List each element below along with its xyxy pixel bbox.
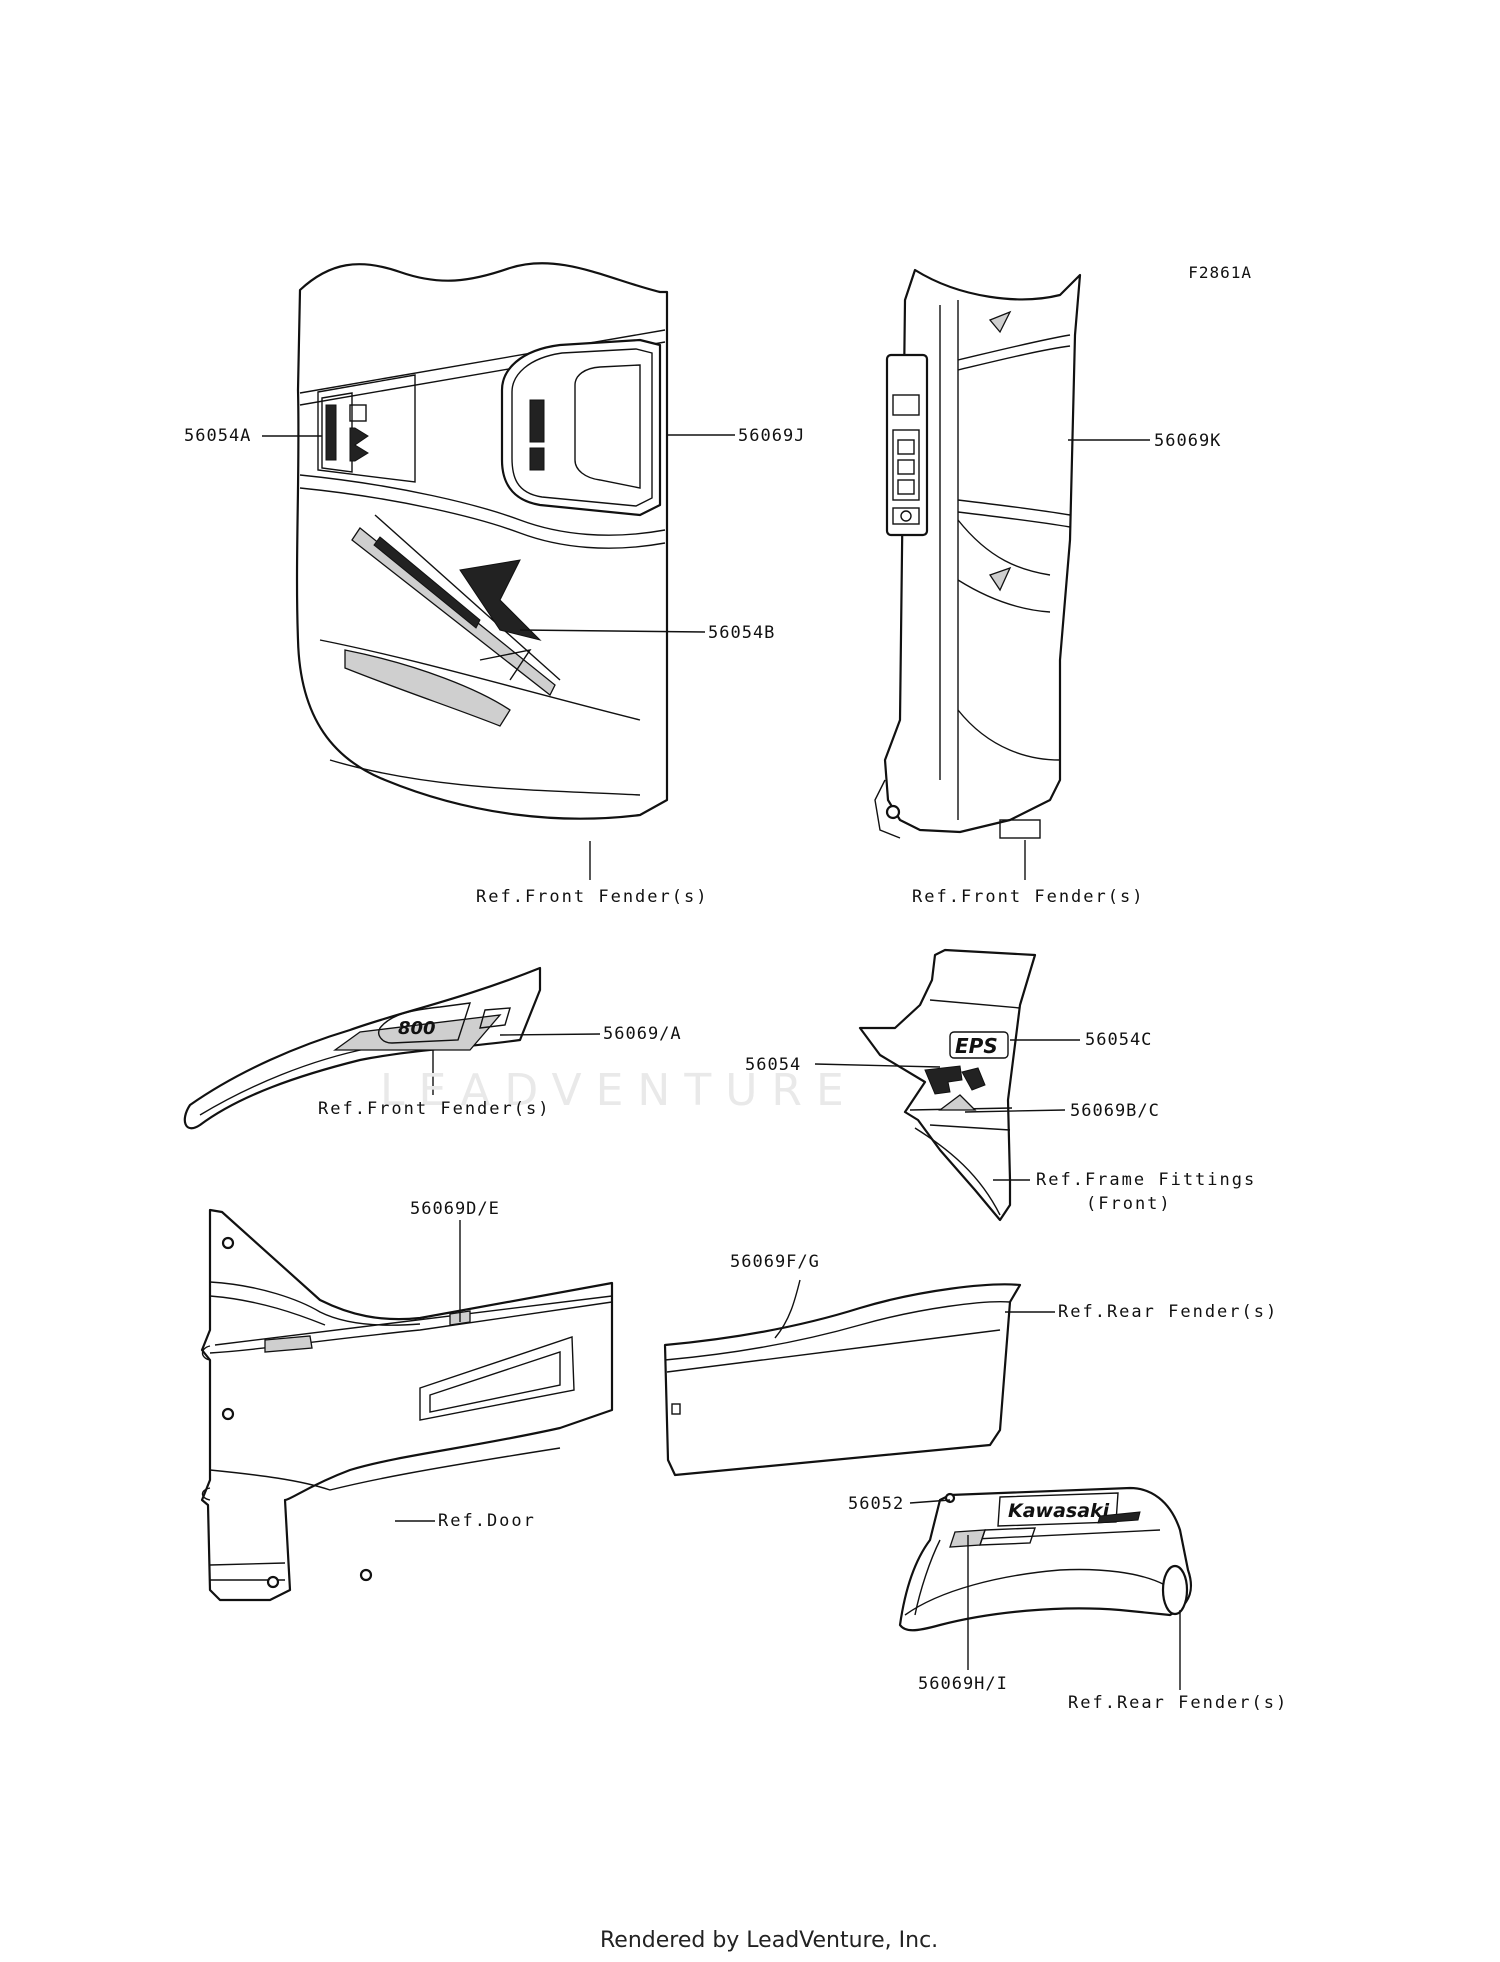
ref-front-fender-label-2: Ref.Front Fender(s) — [912, 887, 1145, 907]
callout-56069j: 56069J — [738, 426, 806, 446]
front-fender-side-panel — [295, 262, 669, 820]
rear-fender-panel: Kawasaki — [898, 1486, 1193, 1632]
callout-56052: 56052 — [848, 1494, 905, 1514]
front-fender-decal-panel: 800 — [183, 966, 542, 1130]
ref-rear-fender-label-2: Ref.Rear Fender(s) — [1068, 1693, 1289, 1713]
ref-front-fender-label-1: Ref.Front Fender(s) — [476, 887, 709, 907]
frame-fitting-panel: EPS — [858, 948, 1037, 1222]
ref-frame-fittings-label: Ref.Frame Fittings — [1036, 1170, 1257, 1190]
footer-credit: Rendered by LeadVenture, Inc. — [600, 1928, 939, 1953]
callout-56069hi: 56069H/I — [918, 1674, 1008, 1694]
figure-code: F2861A — [1188, 263, 1252, 282]
kawasaki-decal-text: Kawasaki — [1008, 1500, 1110, 1522]
leader-lines — [262, 434, 1181, 1690]
callout-56054c: 56054C — [1085, 1030, 1153, 1050]
door-panel — [200, 1208, 614, 1602]
rear-fender-side-panel — [663, 1283, 1022, 1477]
ref-front-fender-label-3: Ref.Front Fender(s) — [318, 1099, 551, 1119]
callout-56069bc: 56069B/C — [1070, 1101, 1160, 1121]
callout-56054: 56054 — [745, 1055, 802, 1075]
model-number-decal-text: 800 — [398, 1018, 436, 1039]
ref-door-label: Ref.Door — [438, 1511, 536, 1531]
front-fender-front-panel — [874, 268, 1082, 839]
watermark: LEADVENTURE — [380, 1065, 858, 1116]
ref-frame-fittings-sublabel: (Front) — [1086, 1194, 1172, 1214]
callout-56069a: 56069/A — [603, 1024, 682, 1044]
callout-56069fg: 56069F/G — [730, 1252, 820, 1272]
callout-56069de: 56069D/E — [410, 1199, 500, 1219]
callout-56054b: 56054B — [708, 623, 776, 643]
callout-56069k: 56069K — [1154, 431, 1222, 451]
ref-rear-fender-label-1: Ref.Rear Fender(s) — [1058, 1302, 1279, 1322]
eps-decal-text: EPS — [955, 1034, 998, 1058]
callout-56054a: 56054A — [184, 426, 252, 446]
